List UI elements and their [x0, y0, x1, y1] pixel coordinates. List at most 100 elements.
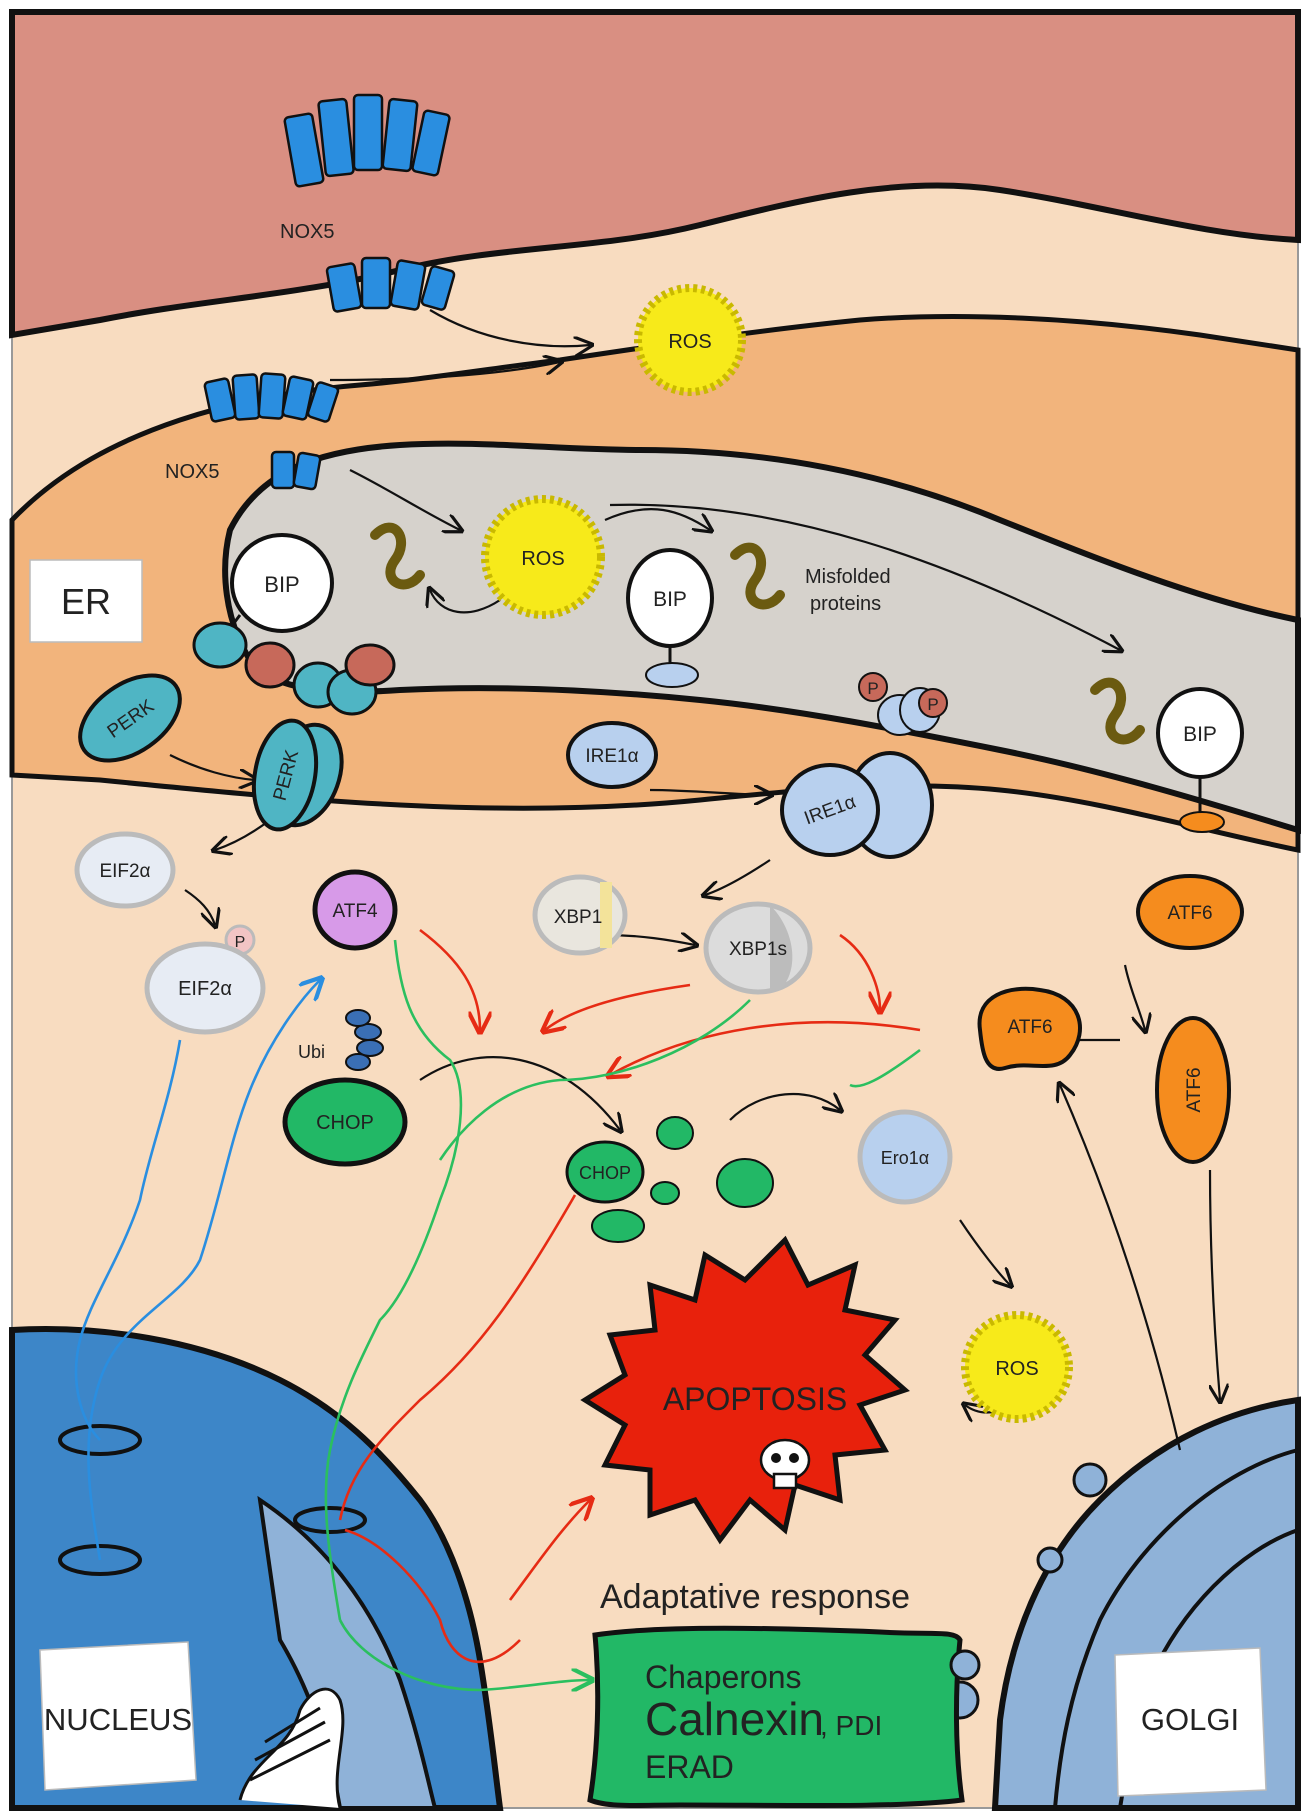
- ros-label: ROS: [521, 548, 564, 570]
- atf6-label: ATF6: [1167, 903, 1212, 924]
- nox5-label: NOX5: [280, 221, 334, 243]
- ire1-label: IRE1α: [585, 746, 638, 767]
- arrow-atf6-to-chop: [610, 1020, 921, 1075]
- arrow-atf6-to-golgi: [1210, 1169, 1220, 1400]
- atf6-label: ATF6: [1184, 1067, 1205, 1112]
- eif2a-label: EIF2α: [99, 861, 150, 882]
- nox5-er: NOX5: [165, 372, 340, 491]
- eif2a-2: P EIF2α: [144, 924, 266, 1035]
- nuclear-pore: [58, 1544, 142, 1576]
- plasma-membrane: [9, 9, 1301, 339]
- golgi-cisterna: [1053, 1448, 1299, 1809]
- arrow-nox5-to-ros: [429, 309, 590, 346]
- arrow-golgi-to-atf6: [1060, 1085, 1182, 1451]
- bip-1: BIP: [223, 533, 334, 636]
- ros-1: ROS: [634, 284, 746, 396]
- bip-2: BIP: [626, 548, 714, 688]
- ire1-luminal-phospho: P P: [858, 672, 948, 736]
- ros-label: ROS: [995, 1358, 1038, 1380]
- chop-label: CHOP: [316, 1112, 374, 1134]
- golgi-label: GOLGI: [1141, 1702, 1239, 1737]
- er-label: ER: [61, 581, 111, 622]
- misfolded-protein: [370, 522, 425, 590]
- ros-label: ROS: [668, 331, 711, 353]
- nuclear-pore: [58, 1424, 142, 1456]
- chop-cluster: CHOP: [565, 1116, 774, 1243]
- perk-monomer: PERK: [78, 673, 182, 763]
- ire1-monomer: IRE1α: [566, 721, 658, 789]
- pdi-label: , PDI: [820, 1710, 882, 1741]
- adaptive-response-title: Adaptative response: [600, 1578, 910, 1616]
- xbp1s-label: XBP1s: [729, 939, 787, 960]
- ire1-dimer: IRE1α: [780, 751, 934, 859]
- arrow-ros-to-misfold: [430, 590, 501, 614]
- red-arrows: [338, 928, 921, 1663]
- phospho-label: P: [927, 695, 938, 714]
- chaperons-label: Chaperons: [645, 1659, 802, 1695]
- golgi-label-box: GOLGI: [1114, 1647, 1267, 1797]
- arrow-eif2a-phospho: [184, 889, 215, 925]
- xbp1: XBP1: [532, 874, 628, 956]
- arrow-ero1-to-ros: [959, 1219, 1010, 1285]
- arrow-atf4-to-nucleus: [324, 939, 463, 1621]
- arrow-nox5-to-ros: [349, 469, 460, 530]
- arrow-atf4-to-chop: [419, 928, 480, 1030]
- ros-3: ROS: [961, 1311, 1073, 1423]
- bip-label: BIP: [1183, 723, 1217, 746]
- arrow-eif2a-to-nucleus: [74, 1039, 182, 1441]
- calnexin-label: Calnexin: [645, 1693, 824, 1745]
- apoptosis-label: APOPTOSIS: [663, 1381, 847, 1417]
- apoptosis: APOPTOSIS: [580, 1235, 910, 1545]
- misfolded-label-2: proteins: [810, 593, 881, 615]
- phospho-label: P: [235, 934, 246, 951]
- arrow-chop-to-ero1: [729, 1094, 840, 1121]
- arrow-chop-to-chop: [419, 1056, 620, 1130]
- atf6-transit: ATF6: [1155, 1016, 1231, 1164]
- eif2a-1: EIF2α: [74, 831, 176, 909]
- arrow-nucleus-to-atf4: [87, 980, 320, 1561]
- misfolded-protein: [730, 542, 785, 610]
- arrow-nucleus-out: [344, 1528, 521, 1663]
- ero1a-label: Ero1α: [881, 1148, 929, 1168]
- misfolded-protein: [1090, 677, 1145, 745]
- arrow-chop-to-nucleus: [338, 1194, 577, 1521]
- ubi-label: Ubi: [298, 1042, 325, 1062]
- golgi-vesicle: [1036, 1546, 1064, 1574]
- bip-label: BIP: [264, 572, 299, 597]
- phospho-label: P: [867, 679, 878, 698]
- bip-label: BIP: [653, 588, 687, 611]
- golgi-vesicle: [1072, 1462, 1108, 1498]
- perk-luminal: [192, 621, 396, 716]
- skull-icon: [759, 1438, 811, 1490]
- arrow-atf6-cleave: [1123, 964, 1145, 1030]
- perk-dimer: PERK: [251, 718, 344, 832]
- ros-2: ROS: [481, 495, 605, 619]
- eif2a-label: EIF2α: [178, 978, 232, 1000]
- xbp1s: XBP1s: [703, 901, 813, 995]
- atf6-cleaved: ATF6: [977, 986, 1082, 1071]
- nuclear-pore: [293, 1506, 367, 1534]
- arrow-xbp1s-to-target: [839, 933, 880, 1010]
- arrow-ire1-to-xbp1: [705, 859, 771, 895]
- adaptive-response-box: Chaperons Calnexin , PDI ERAD: [587, 1625, 981, 1809]
- atf6-er: ATF6: [1136, 874, 1244, 950]
- bip-3: BIP: [1156, 687, 1244, 833]
- er-label-box: ER: [29, 559, 143, 643]
- misfolded-label-1: Misfolded: [805, 566, 891, 588]
- atf4: ATF4: [312, 869, 398, 951]
- chromatin: [238, 1687, 345, 1809]
- atf4-label: ATF4: [332, 901, 377, 922]
- black-arrows: [169, 309, 1220, 1451]
- arrow-ros-to-misfold: [604, 508, 710, 530]
- arrow-xbp1s-to-chop: [545, 983, 691, 1030]
- arrow-perk-dimer: [169, 754, 255, 780]
- chop-ubiquitinated: Ubi CHOP: [282, 1009, 408, 1167]
- misfolded-proteins: [370, 522, 1145, 745]
- xbp1-label: XBP1: [554, 907, 603, 928]
- green-arrows: [324, 939, 921, 1690]
- arrow-nox5-to-ros: [329, 362, 560, 382]
- arrow-ire1-dimer: [649, 790, 770, 795]
- arrow-xbp1s-to-nucleus: [438, 999, 751, 1161]
